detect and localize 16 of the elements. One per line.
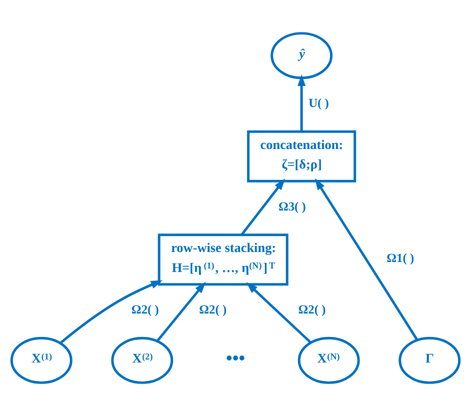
edge-label: Ω2( ) (131, 302, 159, 316)
edge-label: Ω2( ) (199, 302, 227, 316)
arrow (314, 178, 418, 340)
edge-label: Ω2( ) (298, 302, 326, 316)
label: ••• (226, 348, 246, 368)
edge-label: Ω1( ) (386, 250, 414, 265)
node-ellipse: ŷ (270, 32, 333, 79)
node-box: concatenation: ζ=[δ;ρ] (247, 130, 356, 182)
arrow (298, 74, 306, 132)
edge-label: Ω3( ) (278, 198, 306, 213)
arrow (156, 281, 206, 342)
arrow (60, 280, 162, 344)
edge-label: U( ) (308, 96, 329, 110)
arrow (240, 178, 286, 235)
node-ellipse: Γ (398, 336, 461, 384)
arrow (246, 282, 312, 343)
